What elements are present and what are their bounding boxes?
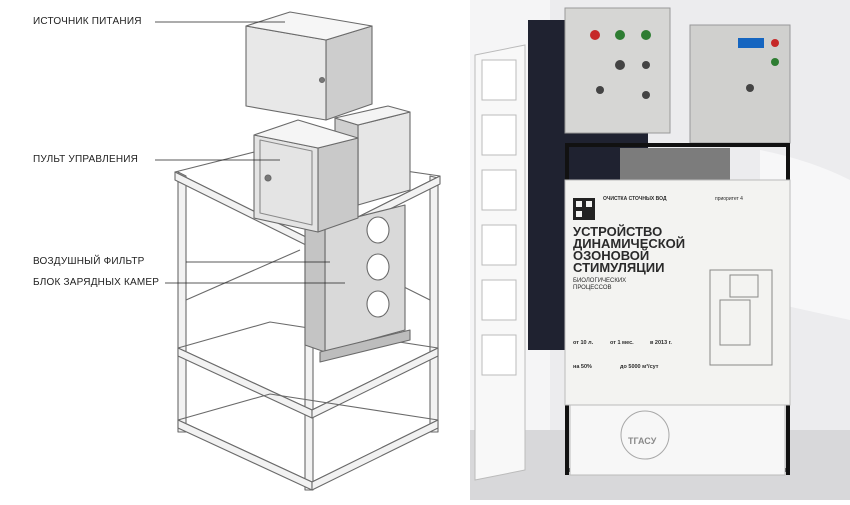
poster-title: УСТРОЙСТВО ДИНАМИЧЕСКОЙ ОЗОНОВОЙ СТИМУЛЯ… xyxy=(573,224,686,275)
brochure-rack xyxy=(474,44,526,481)
poster-stat: от 1 мес. xyxy=(610,340,634,346)
pedestal xyxy=(569,404,786,476)
poster-stat: в 2013 г. xyxy=(650,340,672,346)
poster-header-left: ОЧИСТКА СТОЧНЫХ ВОД xyxy=(603,196,667,202)
charging-chambers-label: БЛОК ЗАРЯДНЫХ КАМЕР xyxy=(33,277,160,288)
info-poster xyxy=(564,179,791,406)
air-filter-label: ВОЗДУШНЫЙ ФИЛЬТР xyxy=(33,256,145,267)
control-cabinet-left xyxy=(564,7,671,134)
poster-title-line: УСТРОЙСТВО xyxy=(573,224,663,239)
power-source-label: ИСТОЧНИК ПИТАНИЯ xyxy=(33,16,142,27)
poster-subtitle: БИОЛОГИЧЕСКИХ ПРОЦЕССОВ xyxy=(573,278,626,292)
poster-title-line: СТИМУЛЯЦИИ xyxy=(573,260,665,275)
exhibition-scene xyxy=(470,0,850,500)
technical-drawing-panel: ИСТОЧНИК ПИТАНИЯ ПУЛЬТ УПРАВЛЕНИЯ ВОЗДУШ… xyxy=(33,11,441,491)
control-cabinet-right xyxy=(689,24,791,144)
university-seal-icon xyxy=(620,410,670,460)
control-panel-box xyxy=(253,119,359,233)
unit-illustration xyxy=(155,11,441,491)
poster-header-right: приоритет 4 xyxy=(715,196,743,202)
poster-unit-sketch xyxy=(709,269,773,366)
control-panel-label: ПУЛЬТ УПРАВЛЕНИЯ xyxy=(33,154,139,165)
poster-subtitle-line: ПРОЦЕССОВ xyxy=(573,285,612,291)
power-source-box xyxy=(245,11,373,121)
poster-stat: от 10 л. xyxy=(573,340,594,346)
poster-stat: до 5000 м³/сут xyxy=(620,364,659,370)
university-logo-text: ТГАСУ xyxy=(628,436,657,446)
poster-title-line: ОЗОНОВОЙ xyxy=(573,248,650,263)
poster-subtitle-line: БИОЛОГИЧЕСКИХ xyxy=(573,278,627,284)
charging-chamber-block xyxy=(304,204,411,363)
poster-stat: на 50% xyxy=(573,364,592,370)
ozone-unit-body xyxy=(620,148,730,180)
exhibition-photo: ОЧИСТКА СТОЧНЫХ ВОД приоритет 4 УСТРОЙСТ… xyxy=(470,0,850,500)
poster-title-line: ДИНАМИЧЕСКОЙ xyxy=(573,236,686,251)
